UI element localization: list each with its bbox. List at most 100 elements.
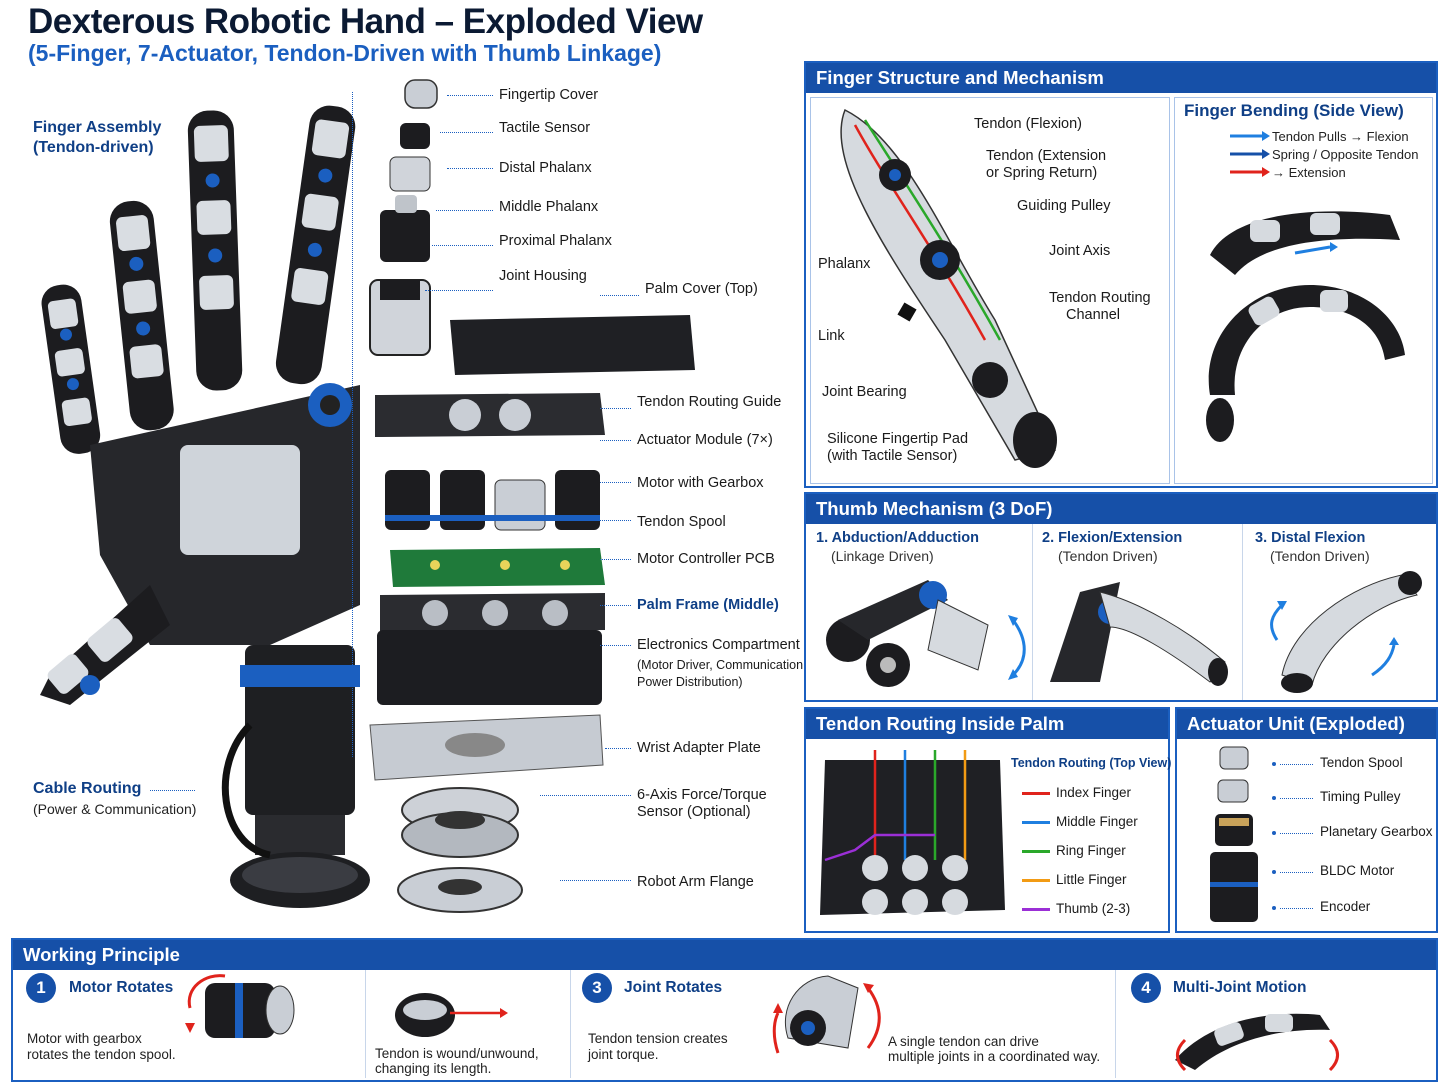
wp-divider-2 — [570, 970, 571, 1078]
exploded-callout-label: Palm Cover (Top) — [645, 281, 758, 297]
exploded-callout-leader — [600, 605, 631, 606]
wp-multi-joint-illustration — [1175, 1013, 1339, 1072]
label-tendon-extension-2: or Spring Return) — [986, 165, 1098, 181]
wp-step-3b-line2: multiple joints in a coordinated way. — [888, 1049, 1101, 1064]
actuator-exploded-illustration — [1210, 746, 1258, 922]
exploded-callout-leader — [605, 748, 631, 749]
exploded-callout-label: Palm Frame (Middle) — [637, 597, 779, 613]
cable-routing-sub: (Power & Communication) — [33, 801, 197, 817]
actuator-part-leader — [1280, 764, 1313, 765]
exploded-callout-label: Middle Phalanx — [499, 199, 599, 215]
wp-spool-illustration — [395, 993, 508, 1037]
wp-step-3b-line1: A single tendon can drive — [888, 1034, 1039, 1049]
exploded-callout-label: Sensor (Optional) — [637, 804, 751, 820]
thumb-step-1-sub: (Linkage Driven) — [831, 548, 934, 564]
tendon-legend-title: Tendon Routing (Top View) — [1011, 756, 1172, 770]
wp-step-3-title: Joint Rotates — [624, 979, 723, 996]
exploded-callout-leader — [436, 210, 493, 211]
wp-step-1-title: Motor Rotates — [69, 979, 174, 996]
actuator-part-dot — [1272, 831, 1276, 835]
label-routing-channel-1: Tendon Routing — [1049, 290, 1151, 306]
exploded-callout-leader — [440, 132, 493, 133]
wp-joint-illustration — [772, 975, 881, 1054]
exploded-callout-label: Distal Phalanx — [499, 160, 592, 176]
label-tendon-flexion: Tendon (Flexion) — [974, 116, 1082, 132]
tendon-legend-swatch — [1022, 792, 1050, 795]
label-link: Link — [818, 328, 845, 344]
actuator-part-label: Timing Pulley — [1320, 789, 1401, 804]
thumb-step-3-sub: (Tendon Driven) — [1270, 548, 1370, 564]
exploded-callout-label: Electronics Compartment — [637, 637, 800, 653]
thumb-mechanism-header: Thumb Mechanism (3 DoF) — [806, 494, 1436, 524]
exploded-callout-leader — [447, 95, 493, 96]
finger-assembly-label: Finger Assembly (Tendon-driven) — [33, 118, 161, 158]
wp-step-1-line1: Motor with gearbox — [27, 1031, 142, 1046]
assembled-hand-illustration — [40, 105, 370, 908]
exploded-callout-leader — [432, 245, 493, 246]
exploded-callout-leader — [600, 559, 631, 560]
thumb-divider-2 — [1242, 524, 1243, 700]
actuator-part-dot — [1272, 870, 1276, 874]
exploded-callout-label: Fingertip Cover — [499, 87, 599, 103]
label-joint-axis: Joint Axis — [1049, 243, 1111, 259]
thumb — [40, 585, 170, 705]
actuator-part-label: BLDC Motor — [1320, 863, 1395, 878]
finger-bending-title: Finger Bending (Side View) — [1184, 101, 1404, 120]
wp-divider-3 — [1115, 970, 1116, 1078]
exploded-parts-stack — [369, 79, 695, 913]
actuator-part-label: Encoder — [1320, 899, 1371, 914]
exploded-callout-label: Actuator Module (7×) — [637, 432, 773, 448]
wp-divider-1 — [365, 970, 366, 1078]
wp-step-4-number: 4 — [1131, 973, 1161, 1003]
exploded-callout-label: Joint Housing — [499, 268, 587, 284]
thumb-distal-flexion-illustration — [1270, 571, 1422, 693]
tendon-routing-header: Tendon Routing Inside Palm — [806, 709, 1168, 739]
exploded-callout-label: Proximal Phalanx — [499, 233, 612, 249]
finger-thumb-pinky-set — [41, 105, 356, 454]
thumb-step-2-title: 2. Flexion/Extension — [1042, 530, 1183, 546]
cable-routing-label: Cable Routing (Power & Communication) — [33, 779, 196, 819]
cable-routing-leader — [150, 790, 195, 791]
page-title: Dexterous Robotic Hand – Exploded View — [28, 2, 703, 41]
wp-step-2-line1: Tendon is wound/unwound, — [375, 1046, 539, 1061]
actuator-part-label: Planetary Gearbox — [1320, 824, 1433, 839]
exploded-callout-label: Wrist Adapter Plate — [637, 740, 761, 756]
label-routing-channel-2: Channel — [1066, 307, 1121, 323]
wp-step-3-line1: Tendon tension creates — [588, 1031, 728, 1046]
finger-assembly-sub: (Tendon-driven) — [33, 139, 154, 156]
finger-bending-box — [1174, 97, 1433, 484]
thumb-step-2-sub: (Tendon Driven) — [1058, 548, 1158, 564]
thumb-divider-1 — [1032, 524, 1033, 700]
bending-legend-1: Tendon Pulls → Flexion — [1272, 129, 1409, 144]
actuator-part-dot — [1272, 906, 1276, 910]
label-tendon-extension-1: Tendon (Extension — [986, 148, 1107, 164]
label-guiding-pulley: Guiding Pulley — [1017, 198, 1111, 214]
exploded-callout-leader — [600, 295, 639, 296]
exploded-callout-label: Tactile Sensor — [499, 120, 591, 136]
label-joint-bearing: Joint Bearing — [822, 384, 907, 400]
exploded-callout-leader — [600, 645, 631, 646]
exploded-callout-label: Power Distribution) — [637, 675, 743, 689]
exploded-callout-leader — [560, 880, 631, 881]
tendon-lines — [824, 750, 967, 862]
exploded-callout-leader — [600, 482, 631, 483]
tendon-legend-swatch — [1022, 850, 1050, 853]
tendon-legend-swatch — [1022, 879, 1050, 882]
actuator-part-dot — [1272, 762, 1276, 766]
actuator-part-dot — [1272, 796, 1276, 800]
tendon-legend-label: Ring Finger — [1056, 843, 1126, 858]
wrist-column — [245, 645, 355, 815]
finger-mechanism-box — [810, 97, 1170, 484]
cable-routing-title: Cable Routing — [33, 780, 142, 797]
exploded-callout-leader — [600, 520, 631, 521]
exploded-callout-leader — [540, 795, 631, 796]
finger-mechanism-illustration — [840, 108, 1057, 468]
tendon-legend-swatch — [1022, 821, 1050, 824]
bending-legend-arrows — [1230, 131, 1270, 177]
finger-structure-header: Finger Structure and Mechanism — [806, 63, 1436, 93]
bending-legend-2: Spring / Opposite Tendon — [1272, 147, 1419, 162]
label-fingertip-pad-2: (with Tactile Sensor) — [827, 448, 958, 464]
actuator-part-leader — [1280, 833, 1313, 834]
wp-step-2-line2: changing its length. — [375, 1061, 492, 1076]
tendon-legend-label: Little Finger — [1056, 872, 1127, 887]
